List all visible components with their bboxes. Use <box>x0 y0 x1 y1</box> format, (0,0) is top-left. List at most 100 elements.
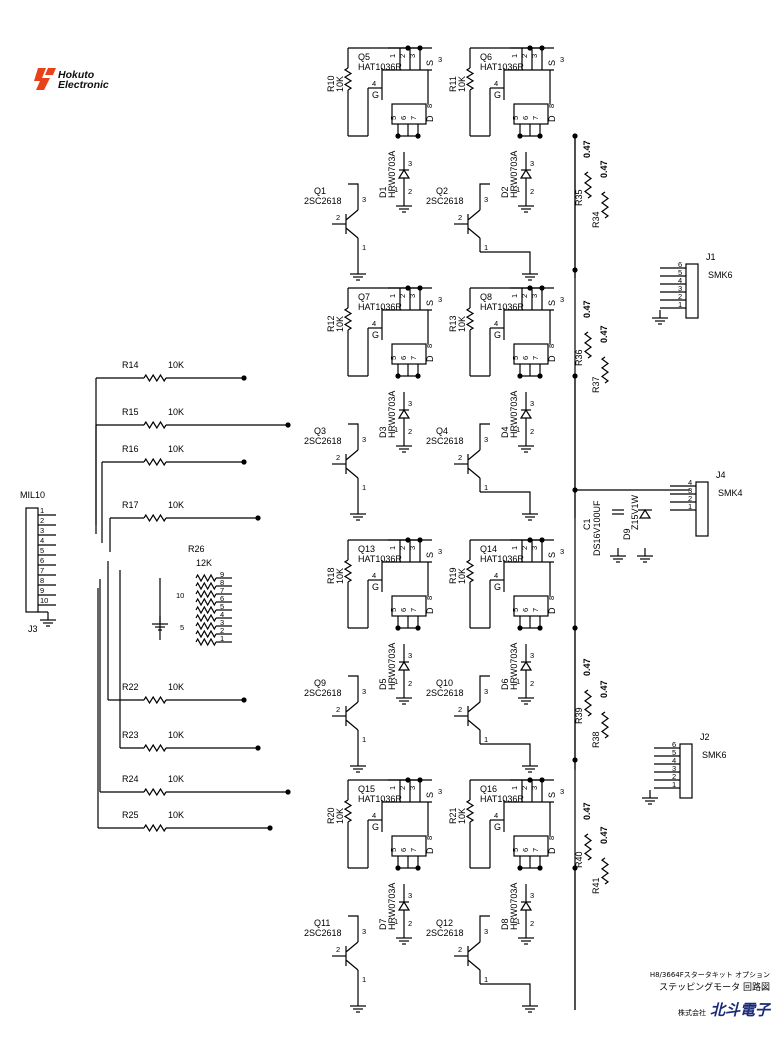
pin-num: 3 <box>484 927 488 936</box>
pin-num: 3 <box>438 295 442 304</box>
pin-num: 5 <box>511 356 520 360</box>
transistor-part: 2SC2618 <box>426 196 464 206</box>
diode-part: HRW0703A <box>509 151 519 198</box>
sense-ref: R35 <box>574 189 584 206</box>
pin-num: 2 <box>530 187 534 196</box>
pin-g: G <box>494 822 501 832</box>
sense-resistor-r40 <box>583 833 593 861</box>
pin-num: 3 <box>484 435 488 444</box>
emitter <box>345 959 359 971</box>
transistor-part: 2SC2618 <box>426 436 464 446</box>
ground-symbol <box>518 690 534 705</box>
conn-type: SMK6 <box>702 750 727 760</box>
conn-pin-num: 2 <box>672 772 676 781</box>
drain-box <box>513 103 549 125</box>
conn-pin-num: 6 <box>672 740 676 749</box>
rnet-pin-num: 5 <box>220 602 224 611</box>
ground-symbol <box>610 548 626 563</box>
pin-num: 3 <box>560 787 564 796</box>
pin-num: 7 <box>531 848 540 852</box>
pin-num: 2 <box>458 705 462 714</box>
input-r-val: 10K <box>168 407 184 417</box>
conn-pin-num: 3 <box>688 486 692 495</box>
junction-dot <box>405 285 411 291</box>
gate-r-ref: R13 <box>448 315 458 332</box>
junction-dot <box>572 757 578 763</box>
pin-num: 1 <box>516 677 520 686</box>
pin-num: 3 <box>408 54 417 58</box>
emitter-wire <box>480 743 531 758</box>
pin-num: 7 <box>531 116 540 120</box>
footer-line2: ステッピングモータ 回路図 <box>659 983 770 993</box>
pin-g: G <box>372 330 379 340</box>
pin-num: 3 <box>408 294 417 298</box>
rnet-element <box>195 629 217 639</box>
sense-resistor-r38 <box>600 711 610 739</box>
gate-resistor-r13 <box>465 307 475 331</box>
pin-num: 8 <box>547 836 556 840</box>
pin-s: S <box>425 300 435 306</box>
pin-num: 1 <box>510 786 519 790</box>
pin-num: 6 <box>399 356 408 360</box>
pin-num: 6 <box>399 848 408 852</box>
rnet-pin-num: 9 <box>220 570 224 579</box>
sense-resistor-r41 <box>600 857 610 885</box>
triangle <box>397 168 411 179</box>
pin-num: 1 <box>362 735 366 744</box>
conn-pin-num: 1 <box>678 300 682 309</box>
hokuto-logo: Hokuto Electronic <box>34 64 154 98</box>
conn-pin-num: 5 <box>672 748 676 757</box>
ground-symbol <box>518 930 534 945</box>
pin-num: 8 <box>547 104 556 108</box>
emitter <box>345 467 359 479</box>
gate-r-ref: R11 <box>448 76 458 92</box>
drain-box <box>391 103 427 125</box>
rnet-element <box>195 613 217 623</box>
collector <box>345 941 359 953</box>
input-r-val: 10K <box>168 730 184 740</box>
drain-box <box>513 835 549 857</box>
mosfet-ref: Q8 <box>480 292 492 302</box>
pin-num: 1 <box>484 243 488 252</box>
conn-ref: J4 <box>716 470 726 480</box>
pin-num: 2 <box>336 945 340 954</box>
pin-num: 3 <box>408 891 412 900</box>
mil10-pin-num: 10 <box>40 596 48 605</box>
rnet-val: 12K <box>196 558 212 568</box>
transistor-q9: 231 <box>332 687 366 744</box>
triangle <box>519 900 533 911</box>
conn-body <box>685 263 699 319</box>
pin-num: 1 <box>510 54 519 58</box>
ground-symbol <box>350 506 366 521</box>
zener-ref: D9 <box>622 528 632 540</box>
pin-num: 3 <box>530 159 534 168</box>
diode-part: HRW0703A <box>387 883 397 930</box>
pin-num: 2 <box>530 679 534 688</box>
pin-num: 3 <box>362 195 366 204</box>
input-r-ref: R17 <box>122 500 139 510</box>
pin-num: 7 <box>409 116 418 120</box>
junction-dot <box>537 625 543 631</box>
pin-d: D <box>425 115 435 122</box>
pin-num: 6 <box>399 116 408 120</box>
pin-num: 3 <box>530 651 534 660</box>
pin-g: G <box>494 582 501 592</box>
pin-num: 4 <box>372 319 376 328</box>
pin-num: 4 <box>494 319 498 328</box>
diode-part: HRW0703A <box>509 883 519 930</box>
pin-num: 2 <box>398 546 407 550</box>
pin-num: 4 <box>494 811 498 820</box>
pin-d: D <box>425 607 435 614</box>
pin-num: 3 <box>408 786 417 790</box>
mosfet-ref: Q5 <box>358 52 370 62</box>
triangle <box>397 660 411 671</box>
transistor-part: 2SC2618 <box>304 436 342 446</box>
company-prefix: 株式会社 <box>677 1009 706 1017</box>
rnet-pin-num: 3 <box>220 618 224 627</box>
pin-s: S <box>547 792 557 798</box>
junction-dot <box>415 625 421 631</box>
transistor-q4: 231 <box>454 435 488 492</box>
pin-g: G <box>494 90 501 100</box>
